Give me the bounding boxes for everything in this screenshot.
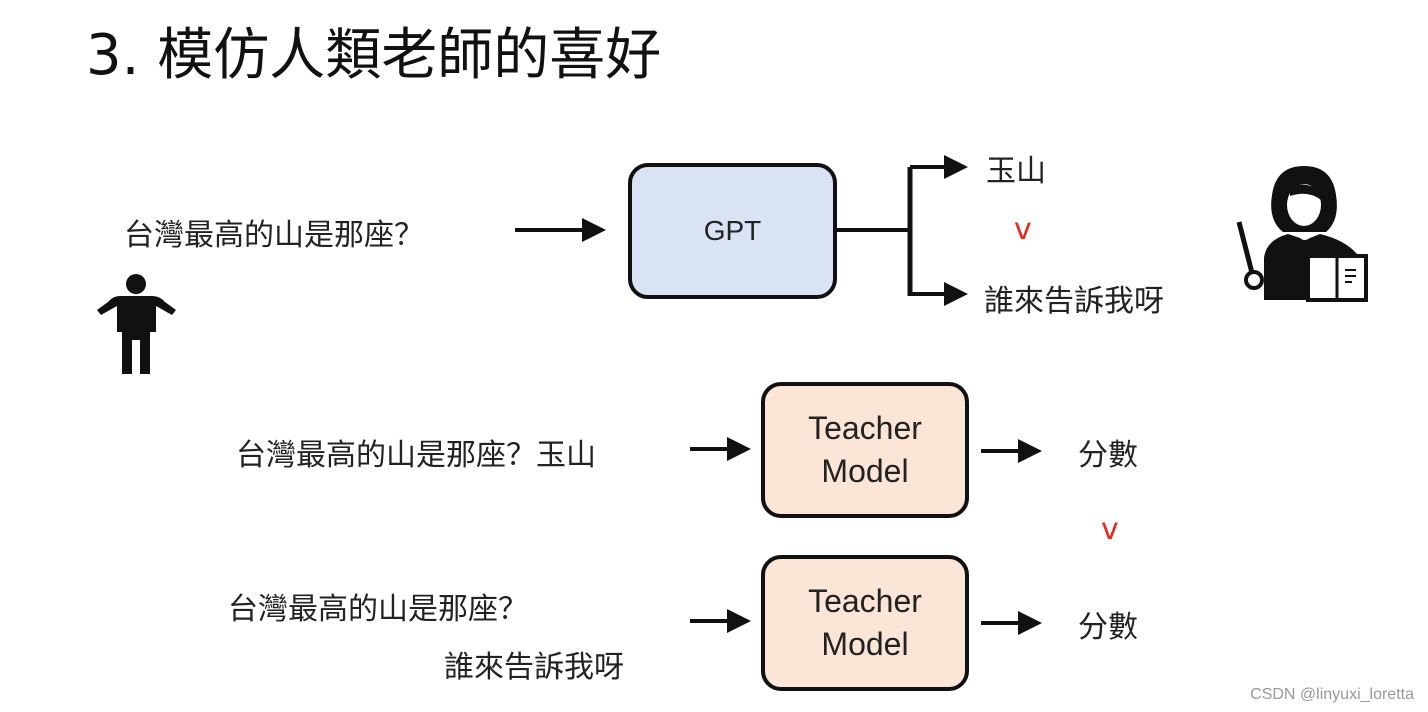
bad-answer: 誰來告訴我呀: [984, 284, 1164, 319]
teacher-label: Teacher: [808, 410, 922, 446]
gpt-label: GPT: [703, 215, 762, 246]
teacher-model-box-2: Teacher Model: [761, 555, 969, 691]
row2-score: 分數: [1078, 610, 1138, 645]
good-answer: 玉山: [986, 154, 1046, 189]
teacher-model-box-1: Teacher Model: [761, 382, 969, 518]
teacher-label: Teacher: [808, 583, 922, 619]
model-label: Model: [821, 453, 909, 489]
row2-input-line2: 誰來告訴我呀: [444, 650, 624, 685]
model-label: Model: [821, 626, 909, 662]
row1-input: 台灣最高的山是那座？玉山: [236, 438, 596, 473]
slide-title: 3. 模仿人類老師的喜好: [86, 23, 662, 88]
comparison-greater: v: [1014, 212, 1032, 247]
row2-input-line1: 台灣最高的山是那座？: [228, 592, 528, 627]
row1-score: 分數: [1078, 438, 1138, 473]
score-comparison-greater: v: [1101, 512, 1119, 547]
top-question: 台灣最高的山是那座？: [124, 218, 424, 253]
person-icon: [97, 274, 176, 374]
watermark: CSDN @linyuxi_loretta: [1250, 686, 1414, 703]
gpt-box: GPT: [628, 163, 837, 299]
teacher-icon: [1236, 166, 1368, 302]
